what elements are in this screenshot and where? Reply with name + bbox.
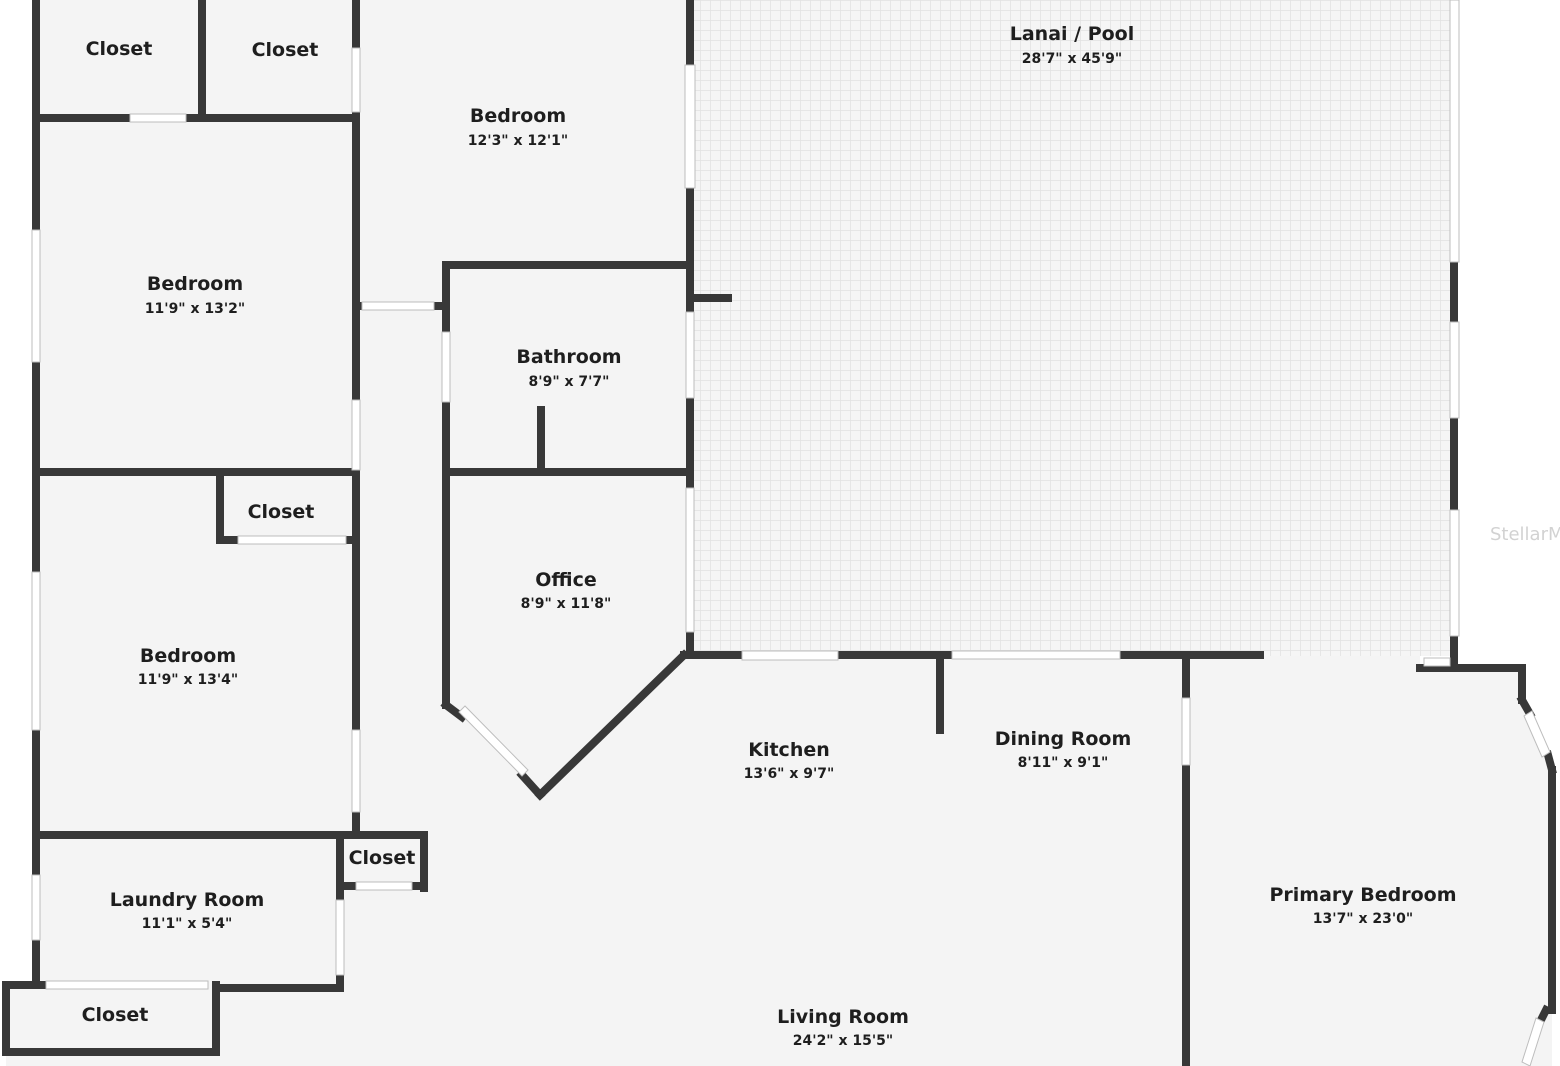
opening-hall-2 (351, 399, 361, 471)
room-labels: Closet Closet Bedroom 12'3" x 12'1" Lana… (82, 23, 1457, 1049)
window-east-2 (1449, 321, 1460, 419)
opening-closet-e (45, 980, 209, 990)
window-kitchen (741, 650, 839, 661)
window-primary-bay-2 (1521, 1017, 1545, 1066)
opening-closet-c (237, 535, 347, 545)
primary-bedroom-label: Primary Bedroom (1269, 884, 1456, 906)
opening-primary (1181, 697, 1191, 766)
dining-dims: 8'11" x 9'1" (1018, 755, 1109, 771)
floor-areas (6, 0, 1552, 1066)
bedroom-top-dims: 12'3" x 12'1" (468, 133, 568, 149)
lanai-pool-floor (692, 0, 1454, 656)
kitchen-label: Kitchen (748, 739, 830, 761)
laundry-label: Laundry Room (110, 889, 265, 911)
opening-office-east (685, 487, 695, 633)
office-dims: 8'9" x 11'8" (521, 596, 612, 612)
interior-floor (6, 0, 1552, 1066)
bedroom-left-lower-dims: 11'9" x 13'4" (138, 672, 238, 688)
kitchen-dims: 13'6" x 9'7" (744, 766, 835, 782)
window-west-1 (31, 229, 41, 363)
closet-b-label: Closet (252, 39, 319, 61)
closet-c-label: Closet (248, 501, 315, 523)
window-west-2 (31, 571, 41, 731)
window-office-bay (458, 705, 529, 777)
window-east-3 (1449, 509, 1460, 637)
window-east-1 (1449, 0, 1460, 263)
closet-d-label: Closet (349, 847, 416, 869)
closet-e-label: Closet (82, 1004, 149, 1026)
closet-a-label: Closet (86, 38, 153, 60)
office-label: Office (535, 569, 597, 591)
opening-hall-1 (351, 47, 361, 113)
opening-bath-east (685, 311, 695, 399)
primary-bedroom-dims: 13'7" x 23'0" (1313, 911, 1413, 927)
living-label: Living Room (777, 1006, 909, 1028)
bedroom-top-label: Bedroom (470, 105, 566, 127)
opening-bath (441, 331, 451, 403)
bathroom-label: Bathroom (516, 346, 621, 368)
opening-hall-3 (351, 729, 361, 813)
opening-hall-4 (361, 301, 435, 311)
opening-closet-d (355, 881, 413, 891)
living-dims: 24'2" x 15'5" (793, 1033, 893, 1049)
opening-laundry (335, 899, 345, 976)
window-bedroom-east (684, 64, 696, 189)
lanai-label: Lanai / Pool (1010, 23, 1135, 45)
window-west-3 (31, 874, 41, 941)
windows (31, 0, 1551, 1066)
dining-label: Dining Room (995, 728, 1132, 750)
bedroom-left-upper-label: Bedroom (147, 273, 243, 295)
bedroom-left-lower-label: Bedroom (140, 645, 236, 667)
laundry-dims: 11'1" x 5'4" (142, 916, 233, 932)
bathroom-dims: 8'9" x 7'7" (529, 374, 610, 390)
opening-dining (951, 650, 1121, 660)
bedroom-left-upper-dims: 11'9" x 13'2" (145, 301, 245, 317)
lanai-dims: 28'7" x 45'9" (1022, 51, 1122, 67)
pool-equipment (1423, 657, 1451, 667)
watermark: StellarMLS (1490, 524, 1560, 545)
window-top-closet (129, 113, 187, 123)
window-primary-bay-1 (1523, 710, 1551, 758)
